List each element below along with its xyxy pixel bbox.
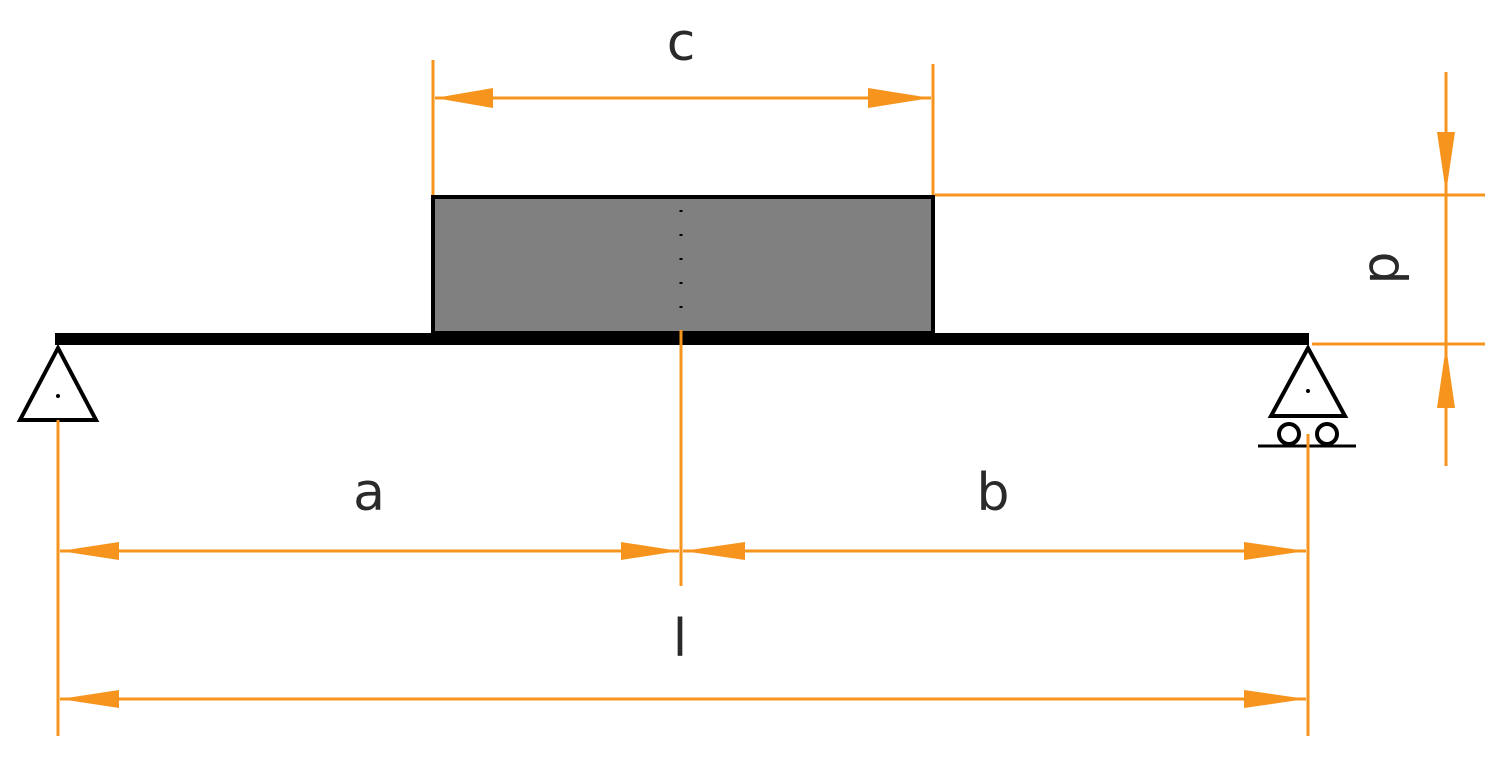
label-c: c [667,13,696,73]
dimension-p [935,72,1485,466]
label-a: a [353,463,385,523]
label-p: p [1351,251,1411,284]
dimension-b [683,542,1306,560]
distributed-load-block [431,195,935,335]
pin-support-left [16,343,100,422]
roller-support-right [1258,343,1356,448]
label-b: b [976,463,1009,523]
label-l: l [673,609,687,669]
dimension-a [60,542,679,560]
dimension-c [431,60,935,195]
dimension-l [60,690,1306,708]
